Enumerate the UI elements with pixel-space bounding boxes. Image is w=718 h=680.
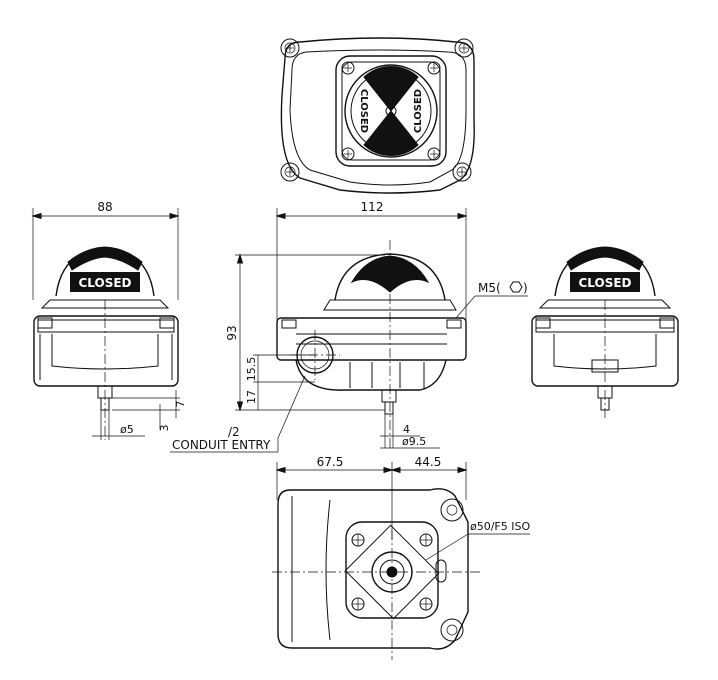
front-view: 112 93 15.5 17: [170, 200, 528, 453]
dim-112: 112: [361, 200, 384, 214]
indicator-screw-icon: [427, 147, 441, 161]
flange-bolt-icon: [419, 533, 433, 547]
mount-screw-label: M5(: [478, 281, 501, 295]
corner-screw-icon: [280, 38, 300, 58]
mount-screw-label-close: ): [523, 281, 528, 295]
dim-shaft-flat: 4: [403, 423, 410, 436]
conduit-entry-label: CONDUIT ENTRY: [172, 438, 271, 452]
indicator-label: CLOSED: [358, 89, 369, 133]
dim-17: 17: [245, 390, 258, 404]
corner-screw-icon: [454, 38, 474, 58]
indicator-screw-icon: [341, 61, 355, 75]
mount-ear-icon: [440, 498, 464, 522]
dim-67-5: 67.5: [317, 455, 344, 469]
corner-screw-icon: [280, 162, 300, 182]
flange-bolt-icon: [419, 597, 433, 611]
bottom-view: 67.5 44.5 ø50/F5 ISO: [272, 455, 530, 660]
hex-nut-icon: [509, 281, 523, 293]
indicator-label: CLOSED: [78, 276, 131, 290]
dim-3: 3: [158, 425, 171, 432]
flange-bolt-icon: [351, 597, 365, 611]
dim-shaft-dia2: ø9.5: [402, 435, 426, 448]
indicator-screw-icon: [427, 61, 441, 75]
corner-screw-icon: [452, 162, 472, 182]
dim-44-5: 44.5: [415, 455, 442, 469]
dim-shaft-dia: ø5: [120, 423, 134, 436]
indicator-screw-icon: [341, 147, 355, 161]
indicator-label: CLOSED: [578, 276, 631, 290]
indicator-label: CLOSED: [413, 89, 424, 133]
dim-15-5: 15.5: [245, 357, 258, 382]
top-view: CLOSED CLOSED: [280, 37, 475, 194]
iso-mount-label: ø50/F5 ISO: [470, 520, 530, 533]
dim-7: 7: [174, 401, 187, 408]
left-side-view: 88 CLOSED 7 3 ø5: [31, 200, 187, 440]
right-side-view: CLOSED: [531, 246, 679, 420]
dim-93: 93: [225, 325, 239, 340]
dim-88: 88: [97, 200, 112, 214]
flange-bolt-icon: [351, 533, 365, 547]
mount-ear-icon: [440, 618, 464, 642]
conduit-size-label: /2: [228, 425, 240, 439]
